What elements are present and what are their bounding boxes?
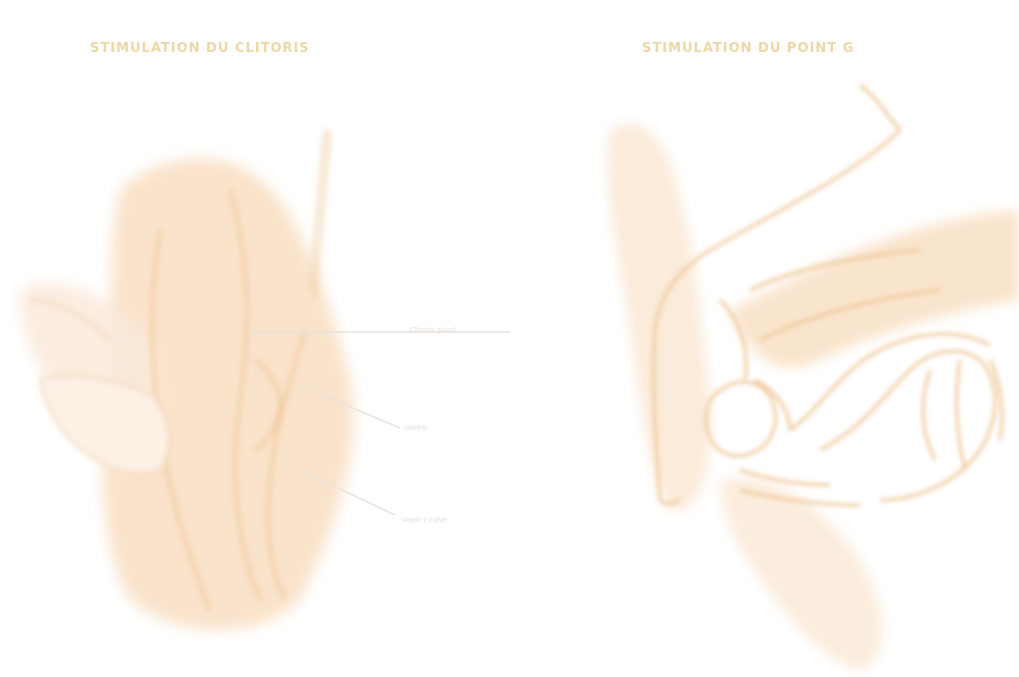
callout-label-2: Urètre: [405, 424, 427, 432]
clitoris-panel: STIMULATION DU CLITORIS: [0, 0, 520, 677]
gspot-panel: STIMULATION DU POINT G: [560, 0, 1019, 677]
clitoris-illustration: [0, 0, 520, 677]
callout-label-1: Clitoris gland: [410, 326, 456, 334]
gspot-illustration: [560, 0, 1019, 677]
callout-label-3: Vagin / vulve: [402, 516, 447, 524]
